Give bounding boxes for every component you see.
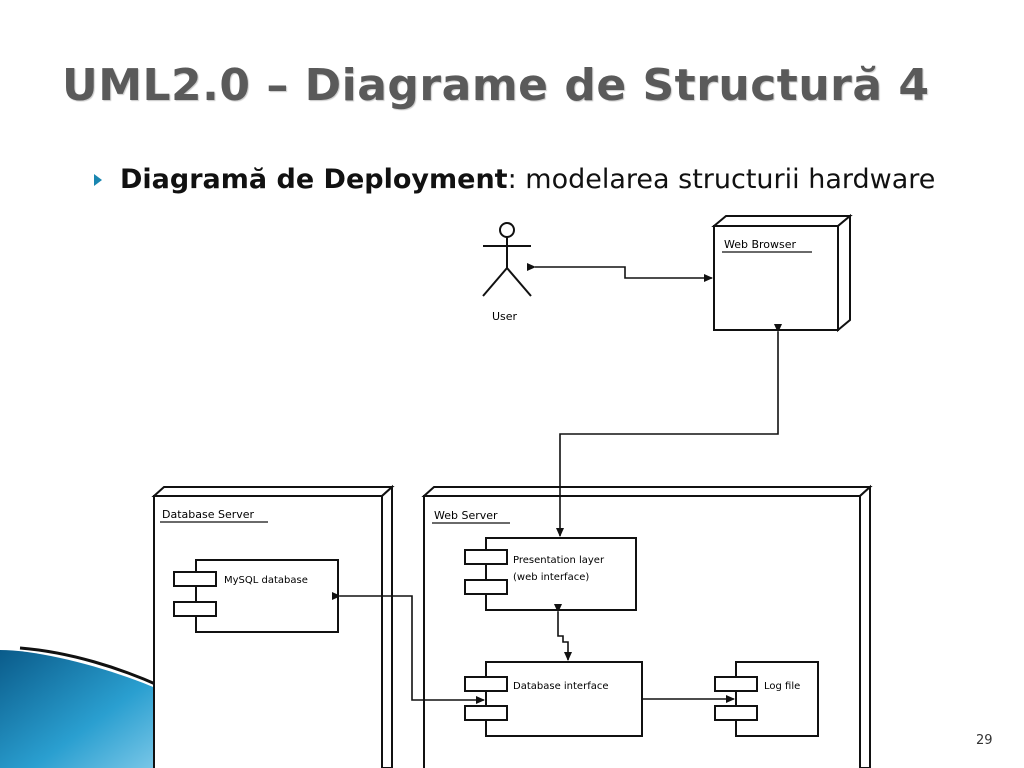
bullet-description: modelarea structurii hardware bbox=[516, 164, 936, 195]
bullet-arrow-icon bbox=[94, 174, 102, 186]
bullet-separator: : bbox=[507, 164, 517, 195]
component-database-interface-label: Database interface bbox=[513, 681, 609, 692]
node-web-browser bbox=[711, 213, 853, 333]
component-log-file-label: Log file bbox=[764, 681, 800, 692]
component-presentation-label-1: Presentation layer bbox=[513, 555, 605, 566]
component-presentation-label-2: (web interface) bbox=[513, 572, 589, 583]
node-web-browser-label: Web Browser bbox=[724, 238, 797, 251]
bullet-item: Diagramă de Deployment: modelarea struct… bbox=[94, 160, 1006, 200]
node-database-server-label: Database Server bbox=[162, 508, 255, 521]
slide-title: UML2.0 – Diagrame de Structură 4 bbox=[62, 60, 930, 111]
component-log-file bbox=[714, 661, 819, 737]
user-actor-label: User bbox=[492, 310, 518, 323]
bullet-text: Diagramă de Deployment: modelarea struct… bbox=[120, 160, 1006, 200]
page-number: 29 bbox=[976, 733, 993, 748]
node-web-server-label: Web Server bbox=[434, 509, 498, 522]
connector-user-browser bbox=[527, 263, 713, 282]
component-mysql-label: MySQL database bbox=[224, 575, 308, 586]
connector-browser-presentation bbox=[556, 324, 782, 537]
user-actor bbox=[482, 222, 532, 297]
component-database-interface bbox=[464, 661, 643, 737]
bullet-term: Diagramă de Deployment bbox=[120, 164, 508, 195]
connector-presentation-dbinterface bbox=[554, 604, 572, 661]
connector-mysql-dbinterface bbox=[332, 592, 485, 704]
component-presentation-layer bbox=[464, 537, 637, 611]
component-mysql-database bbox=[173, 559, 339, 633]
